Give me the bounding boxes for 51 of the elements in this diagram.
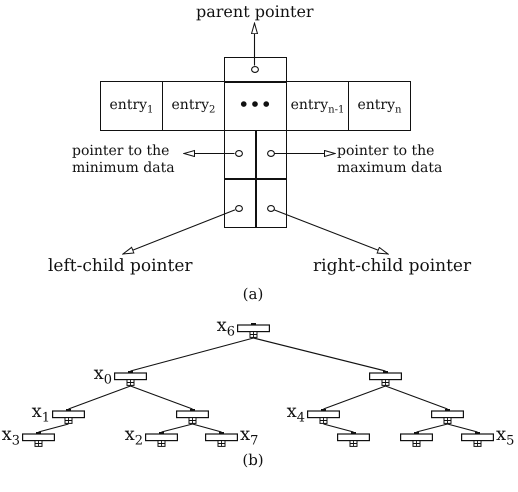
- pointer-cell: [255, 130, 287, 180]
- node-label: x$_{0}$: [94, 365, 112, 383]
- arrow: [122, 209, 236, 255]
- tree-node: [431, 409, 464, 424]
- panel-label: (a): [242, 285, 264, 303]
- pointer-dot: [250, 66, 258, 72]
- panel-label: (b): [242, 451, 264, 469]
- pointer-cell: [255, 178, 287, 228]
- connector-line: [38, 423, 69, 433]
- connector-line: [192, 423, 222, 433]
- connector-line: [130, 385, 193, 410]
- pointer-label: pointer to the maximum data: [337, 143, 451, 177]
- connector-line: [323, 385, 386, 410]
- pointer-cell: [224, 178, 256, 228]
- connector-line: [416, 423, 448, 433]
- node-label: x$_{4}$: [286, 403, 305, 421]
- pointer-dot: [266, 150, 274, 157]
- pointer-cell: [224, 130, 256, 180]
- pointer-label: right-child pointer: [313, 256, 472, 276]
- tree-node: [369, 371, 402, 386]
- node-label: x$_{1}$: [32, 403, 50, 421]
- connector-line: [385, 385, 448, 410]
- tree-node: [337, 432, 370, 447]
- pointer-cell: [224, 57, 287, 82]
- connector-line: [253, 337, 386, 372]
- connector-line: [130, 337, 254, 372]
- arrow: [274, 209, 388, 255]
- tree-node: [176, 409, 209, 424]
- pointer-dot: [234, 205, 242, 212]
- pointer-label: left-child pointer: [48, 256, 193, 276]
- pointer-label: parent pointer: [196, 2, 314, 22]
- node-label: x$_{6}$: [216, 317, 235, 335]
- connector-line: [68, 385, 131, 410]
- arrow: [184, 150, 234, 157]
- node-label: x$_{5}$: [496, 426, 514, 444]
- pointer-dot: [234, 150, 242, 157]
- connector-line: [161, 423, 193, 433]
- entry-cell: entry$_{n-1}$: [286, 81, 349, 131]
- pointer-label: pointer to the minimum data: [72, 143, 182, 177]
- entry-cell: entry$_{2}$: [162, 81, 225, 131]
- entry-cell: entry$_{n}$: [348, 81, 411, 131]
- pointer-dot: [266, 205, 274, 212]
- connector-line: [323, 423, 354, 433]
- arrow: [274, 150, 336, 157]
- node-label: x$_{7}$: [240, 426, 258, 444]
- entry-cell: entry$_{1}$: [100, 81, 163, 131]
- arrow: [251, 22, 258, 66]
- node-label: x$_{2}$: [124, 426, 143, 444]
- connector-line: [447, 423, 478, 433]
- node-label: x$_{3}$: [2, 426, 20, 444]
- tree-node: [400, 432, 433, 447]
